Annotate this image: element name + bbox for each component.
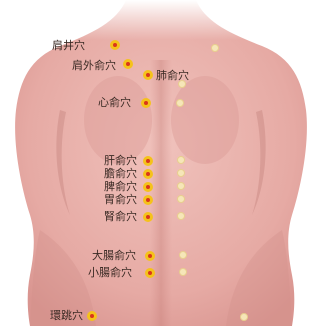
active-points bbox=[87, 40, 155, 321]
left-scapula-shade bbox=[84, 76, 152, 164]
mirror-point-ganshu bbox=[177, 156, 185, 164]
mirror-point-shenshu bbox=[177, 212, 185, 220]
label-xinshu: 心俞穴 bbox=[98, 96, 131, 109]
mirror-point-pishu bbox=[177, 182, 185, 190]
label-shenshu: 腎俞穴 bbox=[104, 210, 137, 223]
point-shenshu-marker bbox=[143, 212, 153, 222]
mirror-point-xinshu bbox=[176, 99, 184, 107]
point-xiaochangshu-marker bbox=[145, 268, 155, 278]
point-jianjing-marker bbox=[110, 40, 120, 50]
point-dachangshu-marker bbox=[145, 251, 155, 261]
label-feishu: 肺俞穴 bbox=[156, 69, 189, 82]
mirror-point-jianjing bbox=[211, 44, 219, 52]
point-danshu-marker bbox=[143, 169, 153, 179]
point-feishu-marker bbox=[143, 70, 153, 80]
mirror-point-danshu bbox=[177, 169, 185, 177]
label-xiaochangshu: 小腸俞穴 bbox=[88, 266, 132, 279]
point-weishu-marker bbox=[143, 195, 153, 205]
label-jianjing: 肩井穴 bbox=[52, 39, 85, 52]
mirror-point-xiaochangshu bbox=[179, 268, 187, 276]
mirror-points bbox=[176, 44, 248, 321]
label-ganshu: 肝俞穴 bbox=[104, 154, 137, 167]
waist-left bbox=[30, 230, 96, 326]
right-arm-shadow bbox=[252, 110, 266, 215]
waist-right bbox=[226, 230, 292, 326]
label-pishu: 脾俞穴 bbox=[104, 180, 137, 193]
right-scapula-shade bbox=[171, 76, 239, 164]
label-dachangshu: 大腸俞穴 bbox=[92, 249, 136, 262]
top-fade bbox=[0, 0, 322, 40]
point-jianwaishu-marker bbox=[123, 59, 133, 69]
label-weishu: 胃俞穴 bbox=[104, 193, 137, 206]
label-danshu: 膽俞穴 bbox=[104, 167, 137, 180]
spine-groove bbox=[150, 60, 172, 326]
mirror-point-huantiao bbox=[240, 313, 248, 321]
mirror-point-weishu bbox=[177, 195, 185, 203]
point-xinshu-marker bbox=[141, 98, 151, 108]
mirror-point-dachangshu bbox=[179, 251, 187, 259]
left-arm-shadow bbox=[56, 110, 70, 215]
point-ganshu-marker bbox=[143, 156, 153, 166]
label-huantiao: 環跳穴 bbox=[50, 309, 83, 322]
mirror-point-feishu bbox=[178, 80, 186, 88]
point-huantiao-marker bbox=[87, 311, 97, 321]
point-pishu-marker bbox=[143, 182, 153, 192]
label-jianwaishu: 肩外俞穴 bbox=[72, 59, 116, 72]
